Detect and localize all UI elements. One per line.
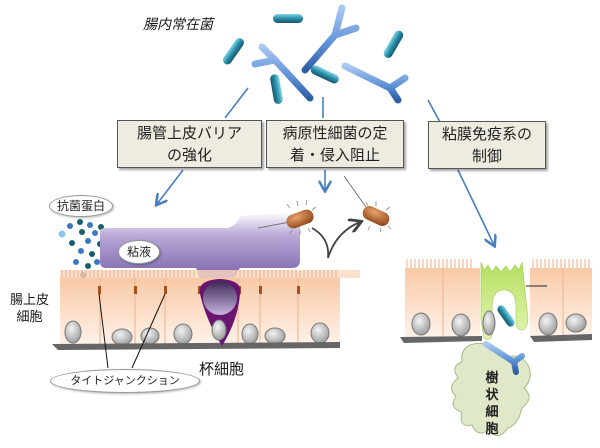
tight-junction-label: タイトジャンクション (50, 369, 200, 393)
arrow-immune-to-mcell (457, 169, 494, 245)
epithelial-cell-label: 腸上皮 細胞 (10, 292, 49, 326)
y-bacterium (301, 4, 360, 74)
dendritic-cell-label-char: 細 (485, 405, 499, 420)
effect-box-pathogen-block: 病原性細菌の定 着・侵入阻止 (266, 120, 404, 168)
epithelial-cell-label-line: 腸上皮 (10, 293, 50, 308)
y-bacterium (483, 341, 525, 375)
effect-box-barrier: 腸管上皮バリア の強化 (117, 120, 262, 168)
commensal-bacteria-cluster (222, 4, 409, 104)
effect-box-immune: 粘膜免疫系の 制御 (428, 121, 546, 169)
mucus-layer (100, 212, 300, 280)
epithelial-cell-label-line: 細胞 (16, 310, 43, 325)
effect-box-line: 腸管上皮バリア (136, 124, 242, 142)
arrow-barrier-to-mucus (157, 169, 184, 204)
effect-box-line: 着・侵入阻止 (289, 146, 380, 164)
rod-bacterium (273, 14, 303, 23)
m-cell (480, 261, 547, 340)
rod-bacterium (222, 38, 244, 65)
dendritic-cell-label-char: 樹 (485, 371, 499, 386)
deflection-arrow (311, 222, 360, 259)
right-epithelium (400, 259, 592, 343)
dendritic-cell (451, 341, 531, 436)
tj-leader (98, 293, 109, 369)
rod-bacterium (270, 74, 283, 104)
effect-box-line: 制御 (471, 147, 502, 165)
nuclei (64, 320, 330, 346)
effect-box-line: 粘膜免疫系の (441, 125, 532, 143)
goblet-cell (199, 279, 241, 346)
mucus-label: 粘液 (118, 240, 160, 264)
dendritic-cell-label-char: 胞 (485, 422, 499, 437)
pathogen-bacterium (343, 175, 392, 233)
effect-box-line: 病原性細菌の定 (282, 124, 388, 142)
rod-bacterium (383, 30, 404, 58)
goblet-cell-label: 杯細胞 (199, 360, 245, 378)
arrow-to-immune (427, 99, 441, 123)
tj-leader (131, 293, 166, 369)
effect-box-line: の強化 (166, 146, 212, 164)
rod-bacterium (310, 65, 339, 84)
antimicrobial-protein-label: 抗菌蛋白 (49, 195, 113, 217)
arrow-to-barrier (224, 87, 249, 119)
commensal-bacteria-label: 腸内常在菌 (143, 17, 213, 33)
y-bacterium (251, 43, 314, 102)
rod-bacterium (497, 305, 515, 327)
pathogen-bacterium (257, 199, 317, 235)
dendritic-cell-label: 樹 状 細 胞 (484, 370, 500, 438)
dendritic-cell-label-char: 状 (485, 388, 499, 403)
y-bacterium (341, 62, 409, 104)
